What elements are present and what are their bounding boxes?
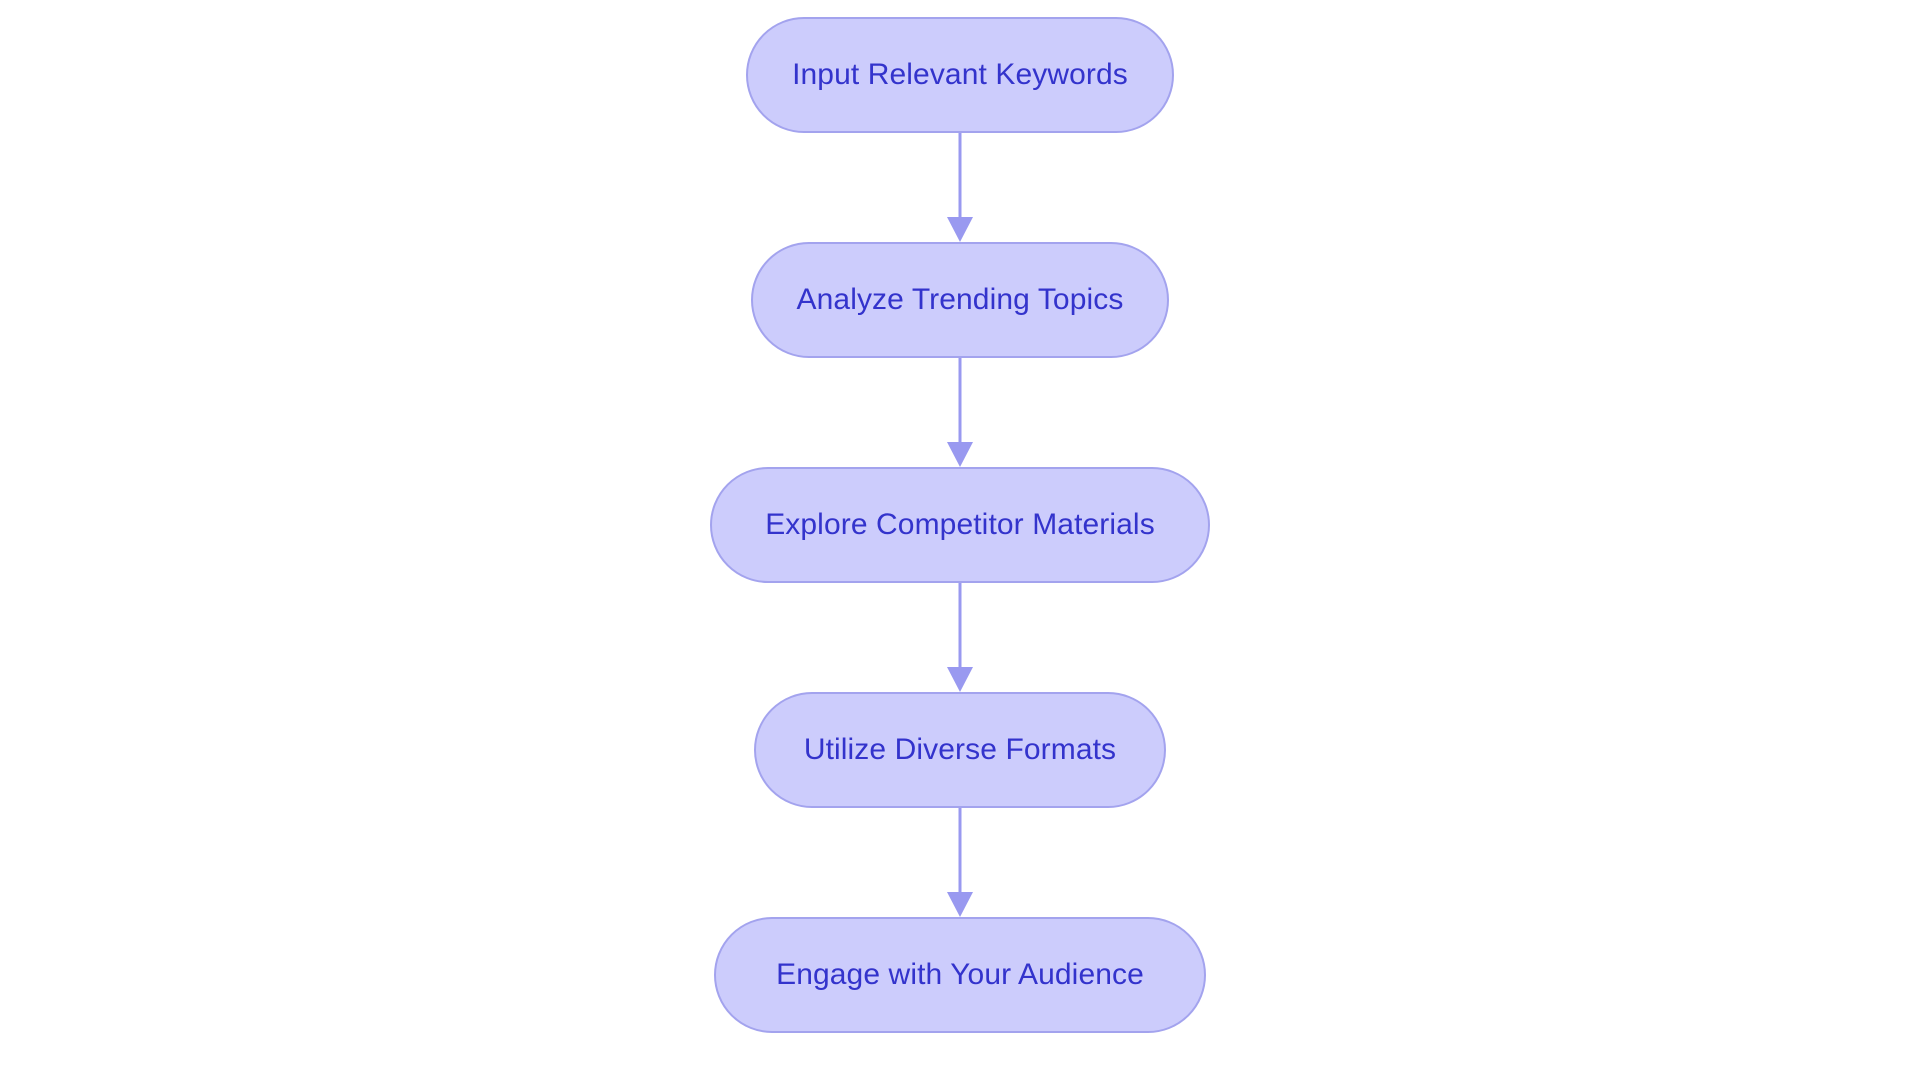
flow-node-label: Analyze Trending Topics	[796, 283, 1124, 316]
edge-line	[958, 808, 962, 894]
flow-node-input-relevant-keywords[interactable]: Input Relevant Keywords	[746, 17, 1174, 133]
flow-edge-node3-to-node4	[947, 583, 973, 692]
flow-node-utilize-diverse-formats[interactable]: Utilize Diverse Formats	[754, 692, 1166, 808]
flow-node-engage-with-your-audience[interactable]: Engage with Your Audience	[714, 917, 1206, 1033]
flow-node-label: Engage with Your Audience	[776, 958, 1144, 991]
flow-edge-node2-to-node3	[947, 358, 973, 467]
edge-line	[958, 358, 962, 444]
flow-edge-node1-to-node2	[947, 133, 973, 242]
arrow-down-icon	[947, 442, 973, 467]
arrow-down-icon	[947, 217, 973, 242]
flow-node-label: Explore Competitor Materials	[765, 508, 1155, 541]
flow-edge-node4-to-node5	[947, 808, 973, 917]
flow-node-explore-competitor-materials[interactable]: Explore Competitor Materials	[710, 467, 1210, 583]
flow-node-analyze-trending-topics[interactable]: Analyze Trending Topics	[751, 242, 1169, 358]
edge-line	[958, 583, 962, 669]
arrow-down-icon	[947, 667, 973, 692]
arrow-down-icon	[947, 892, 973, 917]
edge-line	[958, 133, 962, 219]
flow-node-label: Utilize Diverse Formats	[803, 733, 1117, 766]
flow-node-label: Input Relevant Keywords	[792, 58, 1128, 91]
